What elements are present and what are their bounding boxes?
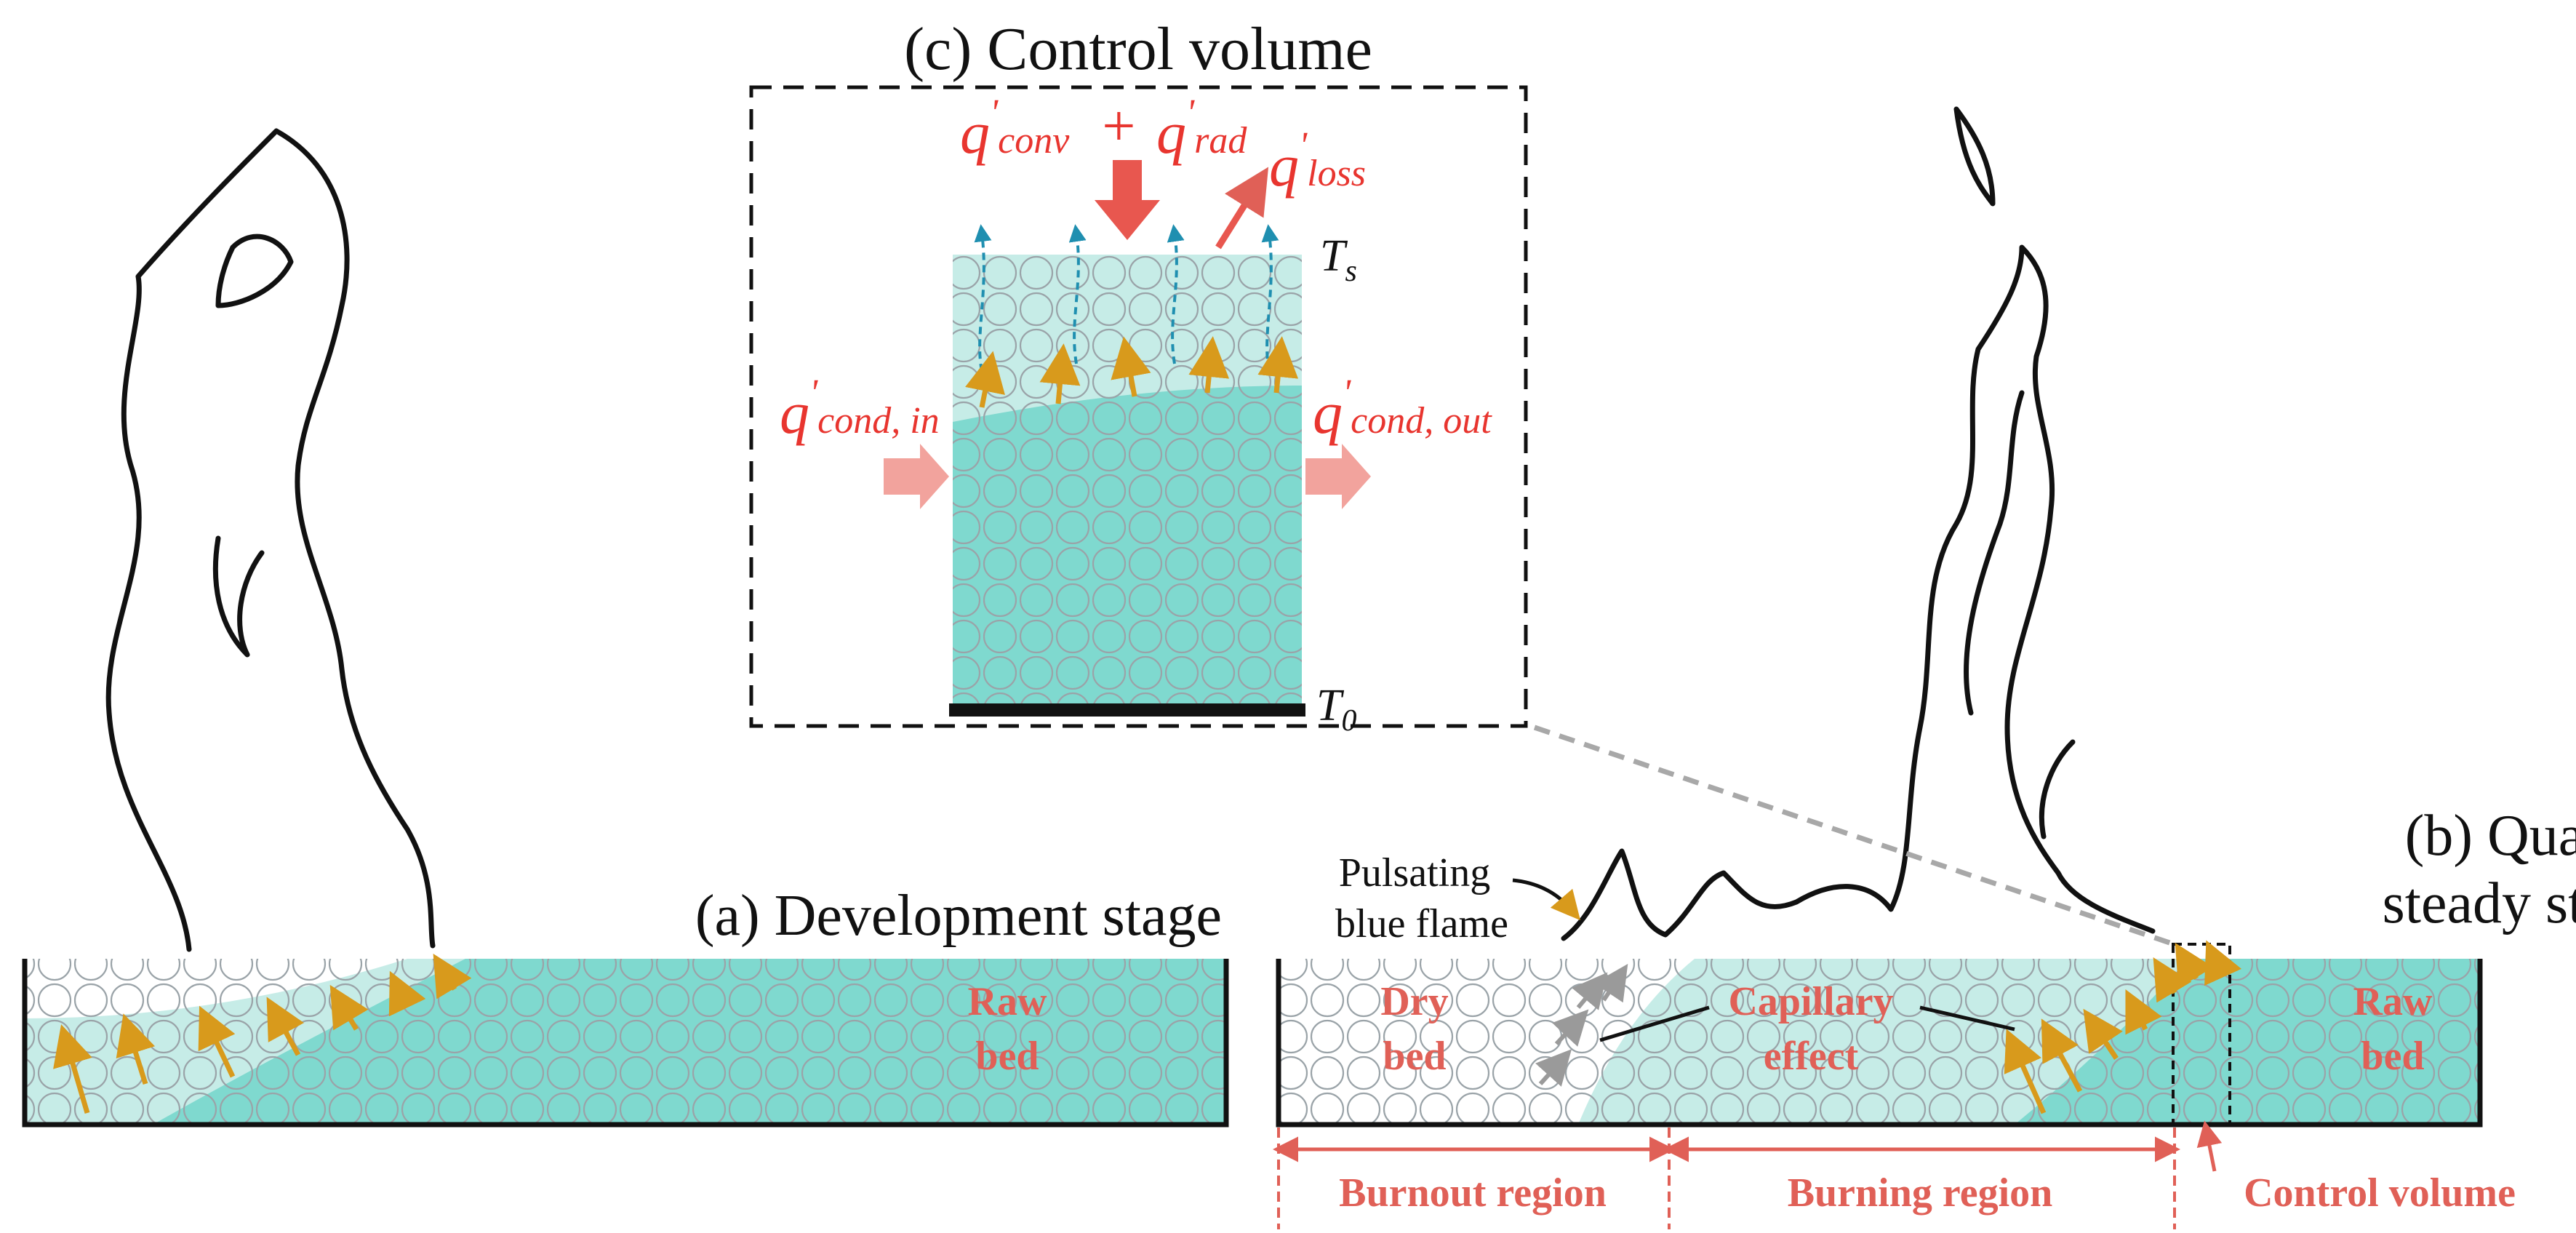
- dry-bed-line2: bed: [1383, 1034, 1446, 1079]
- bed-a-outline: [22, 959, 1229, 1128]
- flame-b-inner2: [2039, 739, 2076, 839]
- t0-label: T0: [1316, 681, 1356, 738]
- flame-b-inner: [1964, 390, 2025, 716]
- capillary-line1: Capillary: [1728, 979, 1893, 1024]
- q-loss-arrow: [1215, 167, 1269, 250]
- raw-bed-b-line1: Raw: [2353, 979, 2433, 1024]
- wick-arrows-b: [2004, 940, 2242, 1114]
- panel-b-title-line1: (b) Quasi-: [2405, 804, 2576, 868]
- capillary-pointer-right: [1919, 1005, 2015, 1032]
- q-cond-in-label: q'cond, in: [780, 372, 940, 446]
- inset-connector: [1533, 725, 2180, 949]
- raw-bed-a-line1: Raw: [968, 979, 1047, 1024]
- capillary-line2: effect: [1764, 1034, 1859, 1079]
- pulsating-line2: blue flame: [1335, 901, 1508, 946]
- q-cond-out-arrow: [1305, 444, 1371, 509]
- pulsating-line1: Pulsating: [1339, 850, 1490, 895]
- panel-a: (a) Development stage Raw bed: [22, 128, 1229, 1128]
- ts-label: Ts: [1320, 231, 1357, 288]
- substrate-bar: [949, 703, 1305, 717]
- pulsating-pointer: [1512, 878, 1581, 921]
- plus-sign: +: [1098, 92, 1138, 159]
- flame-a-inner: [215, 234, 294, 308]
- raw-bed-b-line2: bed: [2361, 1034, 2424, 1079]
- panel-c: (c) Control volume q'conv: [749, 15, 1528, 738]
- q-cond-in-arrow: [884, 444, 949, 509]
- panel-c-title: (c) Control volume: [904, 15, 1372, 83]
- capillary-pointer-left: [1599, 1005, 1710, 1042]
- burnout-region-label: Burnout region: [1339, 1170, 1607, 1216]
- q-cond-out-label: q'cond, out: [1313, 372, 1492, 446]
- q-in-arrow: [1095, 160, 1160, 240]
- flame-a-inner2: [212, 535, 265, 658]
- dry-bed-line1: Dry: [1380, 979, 1448, 1024]
- raw-bed-a-line2: bed: [975, 1034, 1039, 1079]
- gray-arrows-b: [1535, 964, 1628, 1087]
- control-volume-pointer: [2196, 1120, 2223, 1172]
- flame-a-outline: [105, 128, 436, 952]
- q-rad-label: q'rad: [1156, 92, 1247, 166]
- flame-b-outline: [1561, 244, 2156, 941]
- bed-b-outline: [1276, 959, 2483, 1128]
- panel-b-title-line2: steady stage: [2383, 871, 2576, 935]
- flame-b-tip: [1953, 106, 1996, 207]
- panel-a-title: (a) Development stage: [695, 884, 1222, 948]
- q-conv-label: q'conv: [960, 92, 1070, 166]
- wick-arrows-c: [965, 336, 1299, 408]
- control-volume-label: Control volume: [2244, 1170, 2516, 1216]
- panel-b: (b) Quasi- steady stage Pulsating blue f…: [1273, 106, 2576, 1229]
- wick-arrows-a: [53, 953, 472, 1114]
- inset-frame: [749, 85, 1528, 728]
- burning-region-label: Burning region: [1788, 1170, 2053, 1216]
- q-loss-label: q'loss: [1269, 125, 1366, 199]
